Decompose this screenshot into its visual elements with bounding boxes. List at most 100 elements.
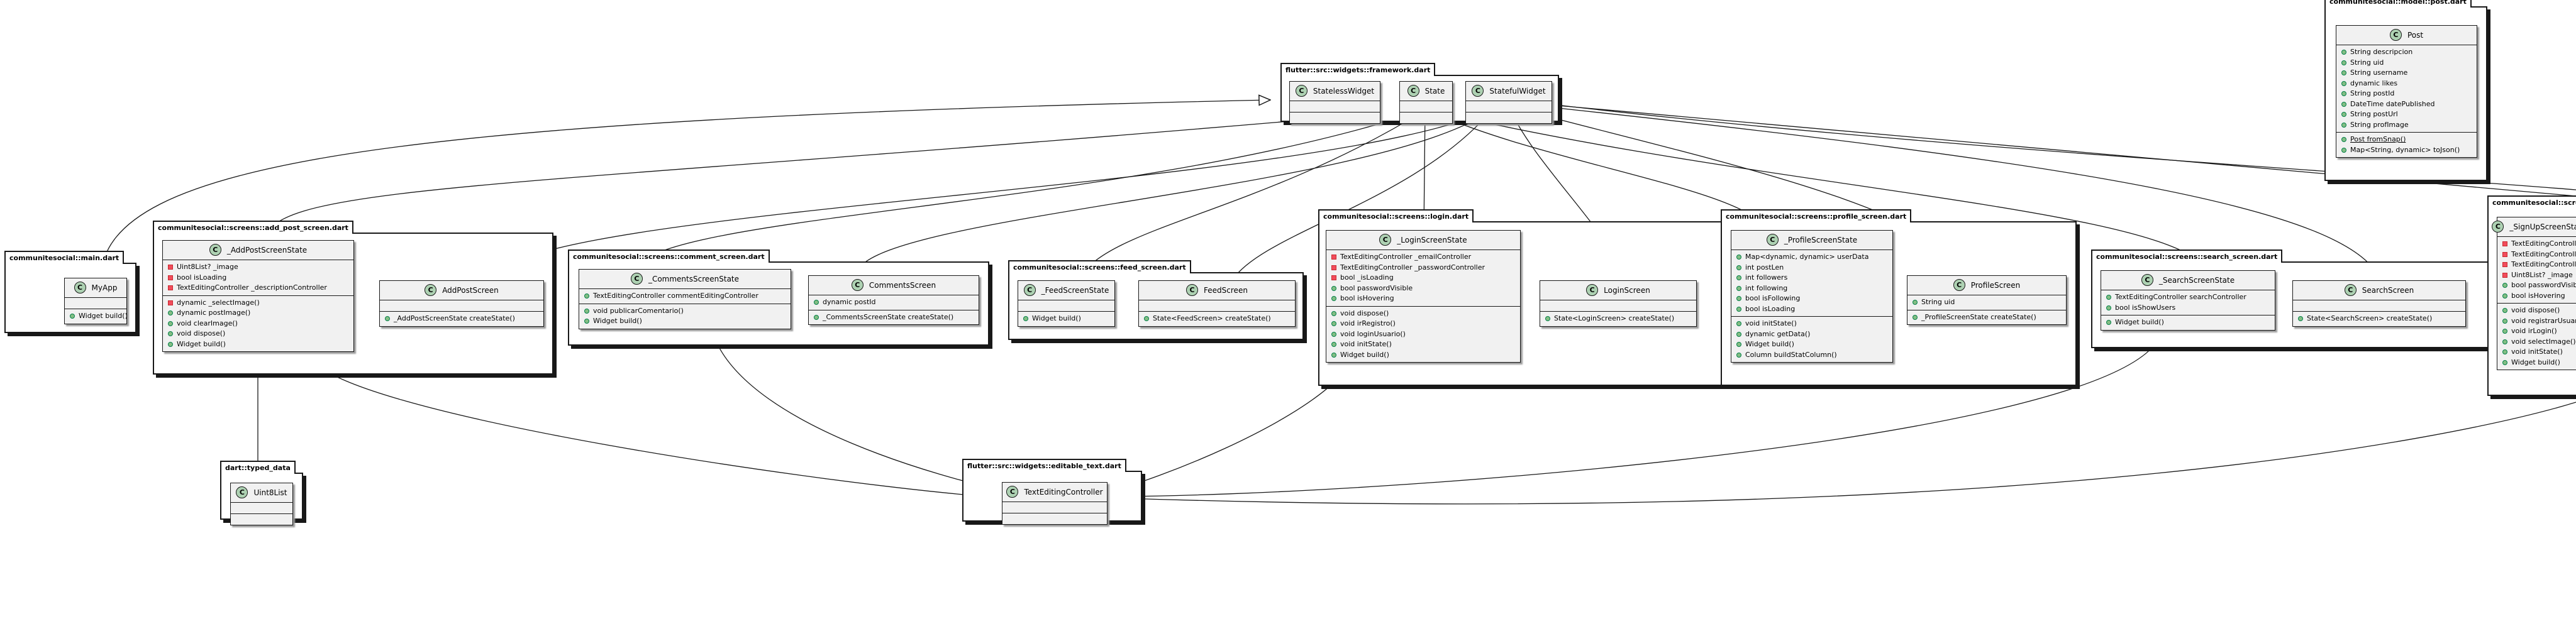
package-title: communitesocial::screens::signup: [2487, 195, 2576, 209]
public-visibility-icon: [2106, 305, 2111, 310]
class-field: bool isShowUsers: [2106, 303, 2270, 314]
package-title: communitesocial::screens::profile_screen…: [1721, 209, 1912, 222]
class-method: void irRegistro(): [1331, 319, 1515, 329]
class-name: FeedScreen: [1204, 285, 1248, 295]
member-text: void dispose(): [1340, 309, 1389, 317]
edge-feedstate-state: [1078, 109, 1426, 280]
public-visibility-icon: [1913, 300, 1918, 305]
class-method: void loginUsuario(): [1331, 329, 1515, 340]
private-visibility-icon: [168, 300, 173, 305]
class-method: Widget build(): [1736, 339, 1887, 350]
class-field: Uint8List? _image: [168, 262, 348, 273]
public-visibility-icon: [2341, 101, 2346, 107]
class-field: Map<dynamic, dynamic> userData: [1736, 252, 1887, 263]
public-visibility-icon: [2502, 349, 2507, 355]
class-header: C_AddPostScreenState: [163, 241, 353, 260]
public-visibility-icon: [2502, 329, 2507, 334]
class-method: Widget build(): [168, 339, 348, 350]
class-methods: _ProfileScreenState createState(): [1907, 309, 2066, 325]
class-type-icon: C: [630, 273, 643, 285]
edge-commentsstate-state: [635, 109, 1426, 270]
class-type-icon: C: [1766, 234, 1779, 246]
class-field: TextEditingController searchController: [2106, 292, 2270, 303]
private-visibility-icon: [168, 285, 173, 291]
package-title: communitesocial::screens::feed_screen.da…: [1008, 260, 1191, 273]
class-method: void selectImage(): [2502, 337, 2576, 348]
class-type-icon: C: [1953, 279, 1965, 291]
class-name: MyApp: [91, 283, 118, 292]
member-text: TextEditingController _username: [2511, 239, 2576, 248]
public-visibility-icon: [2502, 283, 2507, 288]
public-visibility-icon: [1736, 255, 1741, 260]
class-method: Widget build(): [584, 316, 786, 327]
class-name: CommentsScreen: [869, 280, 936, 290]
edge-profilestate-state: [1426, 109, 1768, 231]
class-field: String profImage: [2341, 120, 2472, 131]
class-method: Widget build(): [70, 311, 128, 322]
public-visibility-icon: [1913, 314, 1918, 320]
member-text: Map<dynamic, dynamic> userData: [1745, 253, 1869, 261]
member-text: void clearImage(): [177, 319, 238, 327]
member-text: bool isShowUsers: [2115, 303, 2176, 312]
class-methods: dynamic _selectImage()dynamic postImage(…: [163, 295, 353, 352]
class-header: C_SearchScreenState: [2101, 271, 2275, 290]
class-fields: String uid: [1907, 295, 2066, 310]
class-methods: [1002, 513, 1107, 524]
class-methods: Post fromSnap()Map<String, dynamic> toJs…: [2336, 132, 2477, 157]
edge-commentsscreen-statefulwidget: [858, 109, 1492, 270]
package-title: communitesocial::screens::search_screen.…: [2091, 249, 2283, 263]
class-methods: State<FeedScreen> createState(): [1139, 311, 1295, 326]
class-field: TextEditingController commentEditingCont…: [584, 291, 786, 302]
class-field: bool _isLoading: [1331, 273, 1515, 283]
member-text: Widget build(): [2115, 318, 2164, 326]
public-visibility-icon: [2341, 112, 2346, 118]
member-text: Widget build(): [177, 339, 226, 348]
class-method: void registrarUsuario(): [2502, 316, 2576, 327]
public-visibility-icon: [2341, 147, 2346, 153]
class-method: _CommentsScreenState createState(): [814, 312, 974, 323]
class-field: TextEditingController _passwordControlle…: [1331, 263, 1515, 273]
package-title: flutter::src::widgets::framework.dart: [1280, 63, 1436, 76]
class-field: bool passwordVisible: [1331, 283, 1515, 294]
public-visibility-icon: [584, 319, 589, 324]
public-visibility-icon: [1736, 275, 1741, 281]
class-methods: [1290, 112, 1380, 123]
public-visibility-icon: [2502, 359, 2507, 365]
class-fields: TextEditingController _usernameTextEditi…: [2497, 237, 2576, 303]
private-visibility-icon: [168, 275, 173, 280]
public-visibility-icon: [2502, 293, 2507, 299]
member-text: String profImage: [2350, 120, 2409, 129]
class-method: Widget build(): [1023, 314, 1109, 324]
member-text: dynamic postImage(): [177, 309, 251, 317]
member-text: Widget build(): [1340, 350, 1389, 359]
class-name: LoginScreen: [1604, 285, 1650, 295]
class-fields: [380, 300, 543, 311]
member-text: TextEditingController _passwor: [2511, 260, 2576, 268]
class-method: dynamic _selectImage(): [168, 298, 348, 309]
class-header: C_LoginScreenState: [1326, 231, 1520, 250]
private-visibility-icon: [2502, 262, 2507, 268]
member-text: Uint8List? _image: [2511, 270, 2573, 279]
member-text: dynamic getData(): [1745, 329, 1811, 338]
member-text: TextEditingController _emailController: [1340, 253, 1472, 261]
class-methods: [1466, 112, 1552, 123]
edge-searchstate-state: [1426, 109, 2208, 271]
class-name: _LoginScreenState: [1397, 235, 1467, 244]
class-type-icon: C: [1407, 85, 1419, 97]
member-text: void initState(): [1340, 340, 1392, 348]
public-visibility-icon: [1736, 342, 1741, 348]
private-visibility-icon: [1331, 255, 1336, 260]
public-visibility-icon: [2106, 295, 2111, 300]
class-methods: State<SearchScreen> createState(): [2293, 311, 2465, 326]
